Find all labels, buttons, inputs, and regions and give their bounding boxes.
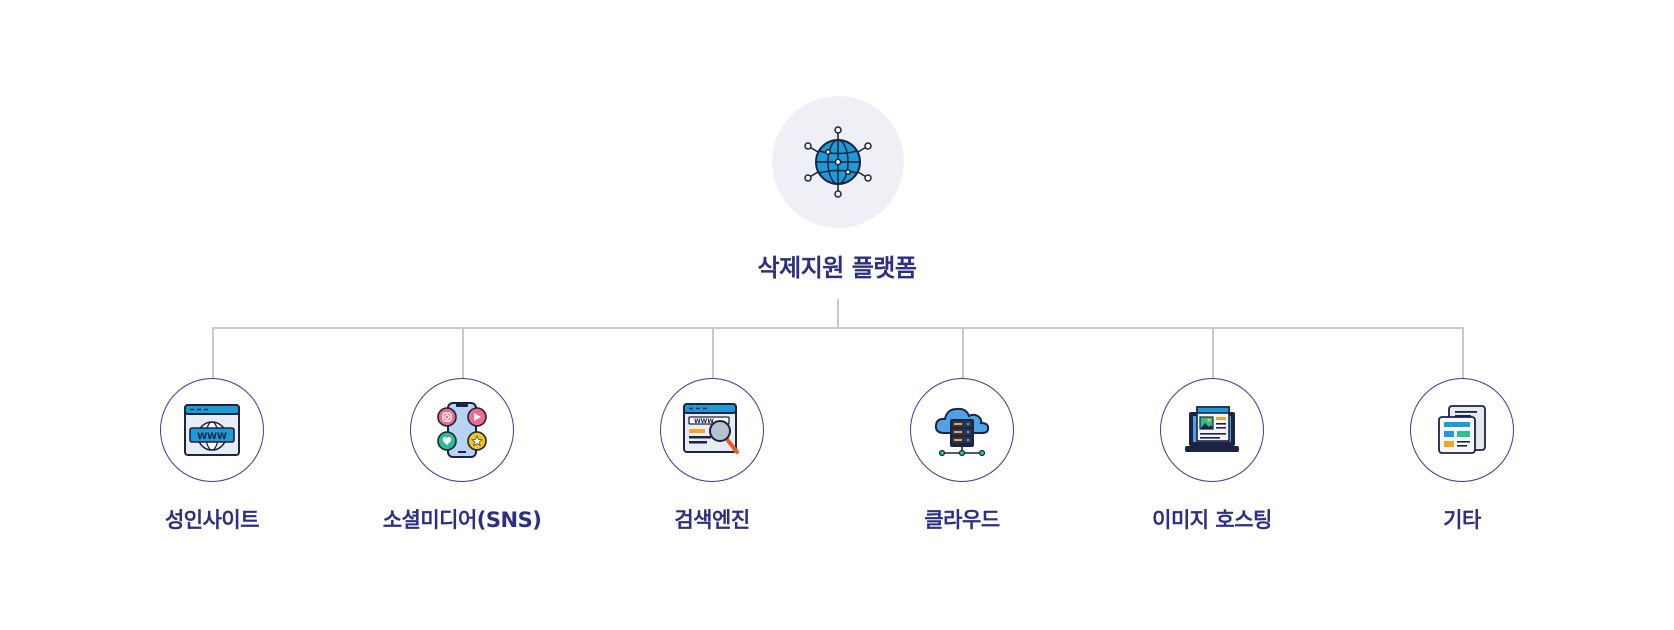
node-label-image-hosting: 이미지 호스팅 (1152, 508, 1272, 532)
node-label-adult-sites: 성인사이트 (164, 508, 260, 532)
node-others (1410, 378, 1514, 482)
globe-network-icon (800, 124, 876, 200)
node-search-engines: WWW (660, 378, 764, 482)
documents-icon (1435, 403, 1489, 457)
node-adult-sites: WWW (160, 378, 264, 482)
branch-connector (962, 327, 964, 378)
smartphone-social-icon (433, 401, 491, 459)
branch-connector (712, 327, 714, 378)
node-image-hosting (1160, 378, 1264, 482)
node-label-others: 기타 (1443, 508, 1481, 532)
branch-connector (212, 327, 214, 378)
branch-connector (1462, 327, 1464, 378)
horizontal-connector (212, 327, 1463, 329)
trunk-connector (837, 299, 839, 327)
node-label-cloud: 클라우드 (924, 508, 1000, 532)
branch-connector (462, 327, 464, 378)
root-label: 삭제지원 플랫폼 (757, 254, 917, 282)
root-node (772, 96, 904, 228)
node-cloud (910, 378, 1014, 482)
node-social-media (410, 378, 514, 482)
branch-connector (1212, 327, 1214, 378)
node-label-social-media: 소셜미디어(SNS) (382, 508, 542, 532)
laptop-image-icon (1183, 404, 1241, 456)
browser-search-icon: WWW (682, 402, 742, 458)
node-label-search-engines: 검색엔진 (674, 508, 750, 532)
cloud-server-icon (932, 401, 992, 459)
svg-text:WWW: WWW (694, 418, 714, 425)
browser-www-icon: WWW (183, 403, 241, 457)
svg-text:WWW: WWW (197, 432, 227, 442)
